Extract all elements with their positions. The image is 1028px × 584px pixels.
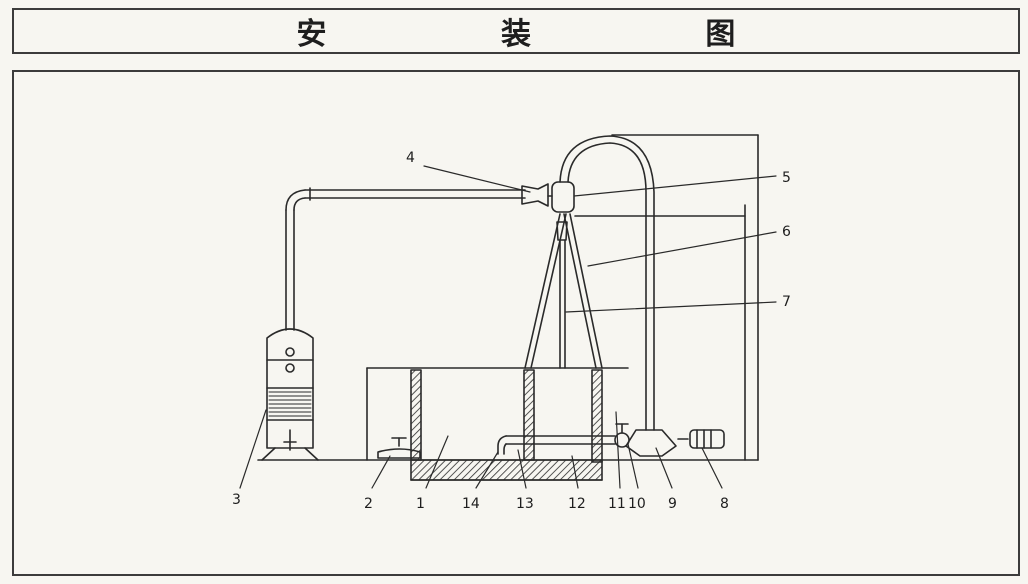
- label-2: 2: [364, 496, 373, 512]
- label-12: 12: [568, 496, 586, 512]
- diagram-frame: [12, 70, 1020, 576]
- leader-lines: [239, 165, 777, 489]
- label-1: 1: [416, 496, 425, 512]
- pump-body-9: [625, 429, 677, 457]
- rod-7: [559, 239, 566, 369]
- valve-10: [614, 423, 630, 448]
- drain-valve-2: [377, 437, 421, 459]
- label-5: 5: [782, 170, 791, 186]
- label-14: 14: [462, 496, 480, 512]
- valve-4: [521, 183, 549, 207]
- support-frame: [574, 134, 759, 461]
- tripod-6: [524, 213, 603, 369]
- label-11: 11: [608, 496, 626, 512]
- label-13: 13: [516, 496, 534, 512]
- pump-head-5: [547, 181, 575, 213]
- label-7: 7: [782, 294, 791, 310]
- outlet-pipe: [497, 435, 616, 455]
- diagram-title: 安 装 图: [296, 17, 818, 52]
- label-9: 9: [668, 496, 677, 512]
- motor-8: [677, 429, 725, 449]
- label-8: 8: [720, 496, 729, 512]
- arch-pipe: [559, 135, 655, 431]
- steam-pipe: [285, 187, 526, 331]
- label-4: 4: [406, 150, 415, 166]
- tank: [366, 367, 629, 481]
- generator-vessel: [261, 328, 319, 461]
- label-10: 10: [628, 496, 646, 512]
- callout-labels: 1 2 3 4 5 6 7 8 9 10 11 12 13 14: [232, 150, 791, 512]
- label-3: 3: [232, 492, 241, 508]
- title-box: 安 装 图: [12, 8, 1020, 54]
- label-6: 6: [782, 224, 791, 240]
